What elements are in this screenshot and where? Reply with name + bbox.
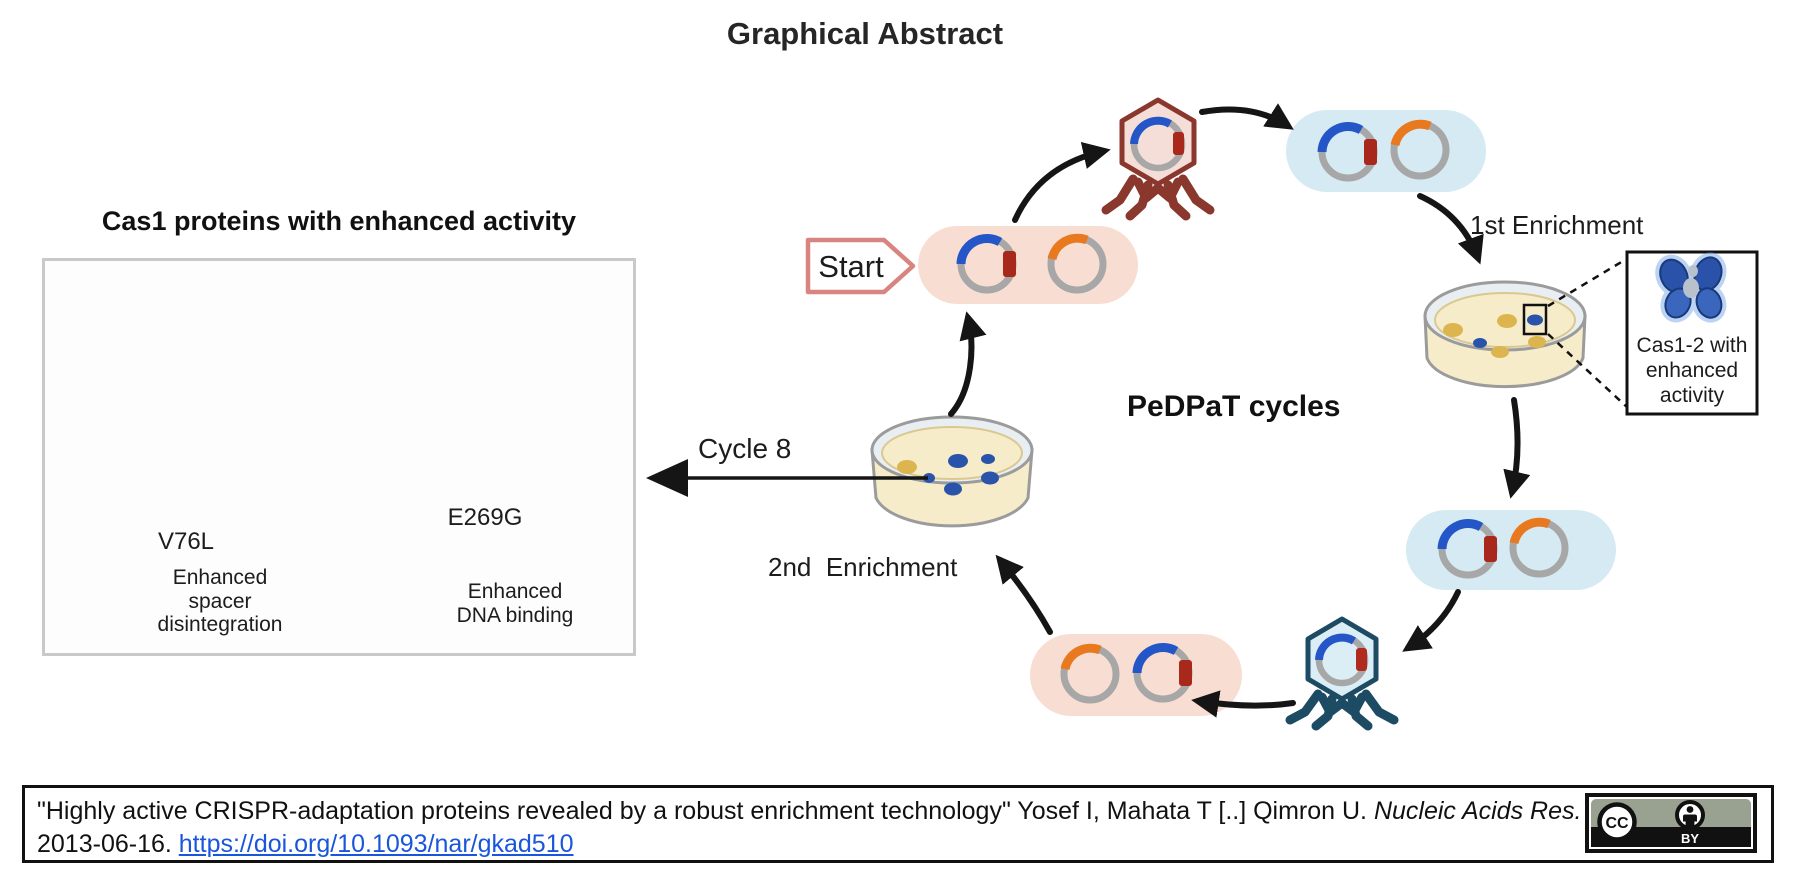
petri-dish-first bbox=[1423, 280, 1587, 389]
mutation-label-e269g: E269G bbox=[447, 504, 523, 531]
callout-text: Cas1-2 with enhanced activity bbox=[1636, 334, 1748, 407]
arrow-pill3-to-dish2 bbox=[995, 554, 1053, 635]
arrow-start-to-phage bbox=[1012, 141, 1111, 223]
person-icon bbox=[1675, 800, 1705, 830]
plasmid-pair-start bbox=[918, 226, 1138, 304]
start-label: Start bbox=[818, 249, 884, 284]
phage-teal-icon bbox=[1285, 616, 1399, 731]
citation-journal: Nucleic Acids Res. bbox=[1373, 797, 1582, 825]
caption-dna-binding: Enhanced DNA binding bbox=[456, 580, 574, 627]
callout-connectors bbox=[1547, 256, 1629, 409]
doi-link[interactable]: https://doi.org/10.1093/nar/gkad510 bbox=[178, 830, 574, 858]
second-enrichment-label: 2nd Enrichment bbox=[768, 552, 958, 582]
arrow-pill2-to-phage2 bbox=[1402, 589, 1461, 652]
petri-dish-second bbox=[870, 415, 1034, 528]
arrow-dish2-to-start bbox=[948, 311, 987, 417]
cc-by-badge: CC BY bbox=[1585, 793, 1757, 853]
by-label: BY bbox=[1681, 831, 1699, 846]
citation-date: 2013-06-16. bbox=[37, 830, 179, 858]
arrow-dish1-to-pill2 bbox=[1503, 397, 1531, 499]
callout-box bbox=[1625, 250, 1759, 416]
cc-by-badge-art: CC BY bbox=[1591, 799, 1751, 847]
arrow-pill-to-dish1 bbox=[1417, 193, 1484, 265]
cc-icon: CC bbox=[1597, 802, 1637, 842]
plasmid-pair-second bbox=[1406, 510, 1616, 590]
arrow-phage2-to-pill3 bbox=[1191, 690, 1296, 718]
cycle-title: PeDPaT cycles bbox=[1127, 390, 1341, 423]
cycle-arrows bbox=[948, 103, 1531, 718]
caption-spacer-disintegration: Enhanced spacer disintegration bbox=[157, 566, 283, 637]
plasmid-pair-recovered bbox=[1030, 634, 1242, 716]
arrow-phage-to-pill bbox=[1199, 103, 1294, 130]
first-enrichment-label: 1st Enrichment bbox=[1470, 210, 1644, 240]
cycle8-label: Cycle 8 bbox=[698, 433, 792, 464]
start-banner bbox=[805, 237, 916, 295]
page-title: Graphical Abstract bbox=[726, 16, 1004, 51]
mutation-label-v76l: V76L bbox=[157, 528, 215, 555]
citation-bar: "Highly active CRISPR-adaptation protein… bbox=[22, 785, 1774, 863]
svg-text:CC: CC bbox=[1605, 815, 1629, 832]
phage-red-icon bbox=[1101, 97, 1215, 221]
cycle8-arrow bbox=[646, 459, 928, 497]
left-panel-title: Cas1 proteins with enhanced activity bbox=[101, 206, 577, 236]
plasmid-pair-infected bbox=[1286, 110, 1486, 192]
cas12-protein-icon bbox=[1655, 252, 1727, 323]
citation-title-authors: "Highly active CRISPR-adaptation protein… bbox=[37, 797, 1374, 825]
citation-text: "Highly active CRISPR-adaptation protein… bbox=[37, 795, 1592, 861]
magnifier-square bbox=[1522, 303, 1548, 336]
cas1-panel-box bbox=[42, 258, 636, 656]
